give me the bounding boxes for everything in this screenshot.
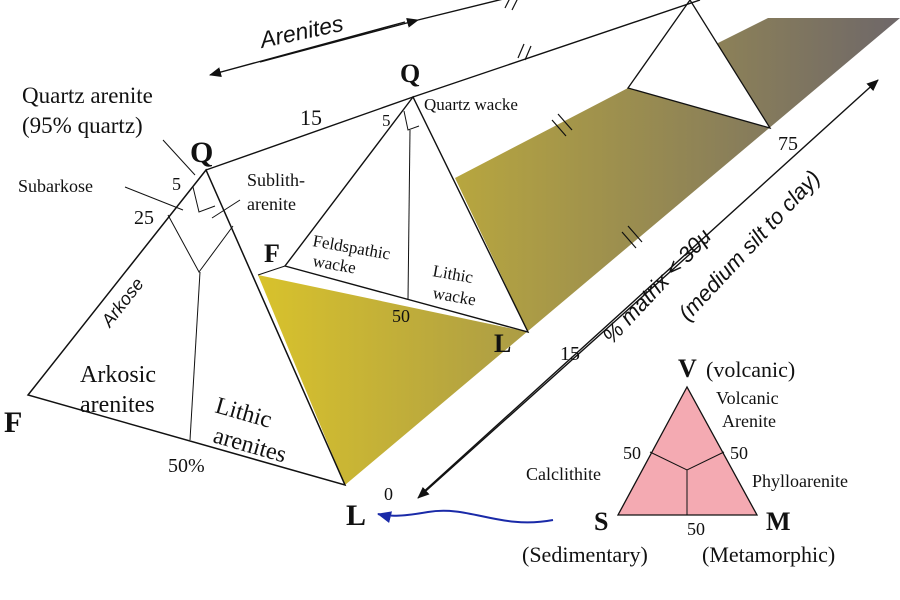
vertex-q-mid: Q (400, 59, 420, 88)
inset-number-50-left: 50 (623, 443, 641, 463)
inset-vsm-diagram: V (volcanic) Volcanic Arenite 50 50 Calc… (522, 354, 848, 567)
break-marks (504, 0, 643, 249)
wacke-apex-box (403, 110, 420, 131)
vertex-q-front: Q (190, 136, 213, 169)
inset-sedimentary-label: (Sedimentary) (522, 542, 648, 567)
matrix-slab (258, 18, 900, 485)
wacke-divider (407, 129, 411, 301)
number-5-mid: 5 (382, 111, 391, 130)
sublitharenite-label-2: arenite (247, 194, 296, 214)
inset-vertex-v: V (678, 354, 697, 383)
quartz-arenite-label-2: (95% quartz) (22, 113, 143, 138)
inset-volcanic-arenite-1: Volcanic (716, 388, 779, 408)
floor-line-front (257, 265, 286, 276)
inset-vertex-s: S (594, 507, 608, 536)
wacke-triangle (283, 95, 530, 334)
inset-vertex-m: M (766, 507, 791, 536)
sublitharenite-label-1: Sublith- (247, 170, 305, 190)
subarkose-region (167, 214, 234, 273)
arenites-label: Arenites (256, 10, 346, 53)
top-edge-line (205, 96, 414, 171)
inset-number-50-bottom: 50 (687, 519, 705, 539)
vertex-l-front: L (346, 499, 366, 532)
number-5-front: 5 (172, 174, 181, 194)
vertex-l-mid: L (494, 329, 511, 358)
inset-metamorphic-label: (Metamorphic) (702, 542, 835, 567)
wacke-back-triangle (626, 0, 772, 130)
arkosic-label-1: Arkosic (80, 362, 156, 388)
arenite-divider (189, 271, 201, 441)
quartz-arenite-label-1: Quartz arenite (22, 83, 153, 108)
number-15-axis: 15 (560, 343, 580, 365)
vertex-f-mid: F (264, 239, 280, 268)
matrix-axis-arrow-head-back (417, 244, 701, 499)
number-75: 75 (778, 133, 798, 155)
number-0: 0 (384, 484, 393, 504)
inset-volcanic-label: (volcanic) (706, 357, 795, 382)
inset-phylloarenite-label: Phylloarenite (752, 471, 848, 491)
arkosic-label-2: arenites (80, 392, 155, 418)
arenite-triangle (26, 168, 347, 487)
inset-calclithite-label: Calclithite (526, 464, 601, 484)
number-50-percent: 50% (168, 455, 205, 477)
inset-connector-arrow (377, 509, 554, 524)
upper-edge-line (412, 0, 701, 98)
subarkose-pointer (124, 186, 184, 211)
inset-number-50-right: 50 (730, 443, 748, 463)
quartz-arenite-pointer (162, 139, 196, 176)
number-50-mid: 50 (392, 306, 410, 326)
vertex-f-front: F (4, 406, 22, 439)
arenites-arrow-right (259, 17, 419, 63)
inset-volcanic-arenite-2: Arenite (722, 411, 776, 431)
matrix-axis-arrow (419, 79, 879, 496)
subarkose-label: Subarkose (18, 176, 93, 196)
arenites-arrow-continue (417, 0, 503, 21)
number-15-top: 15 (300, 105, 322, 130)
sublitharenite-pointer (211, 199, 241, 219)
quartz-wacke-label: Quartz wacke (424, 95, 518, 114)
number-25: 25 (134, 207, 154, 229)
arenites-arrow-left (209, 21, 406, 77)
quartz-arenite-box (192, 186, 216, 213)
